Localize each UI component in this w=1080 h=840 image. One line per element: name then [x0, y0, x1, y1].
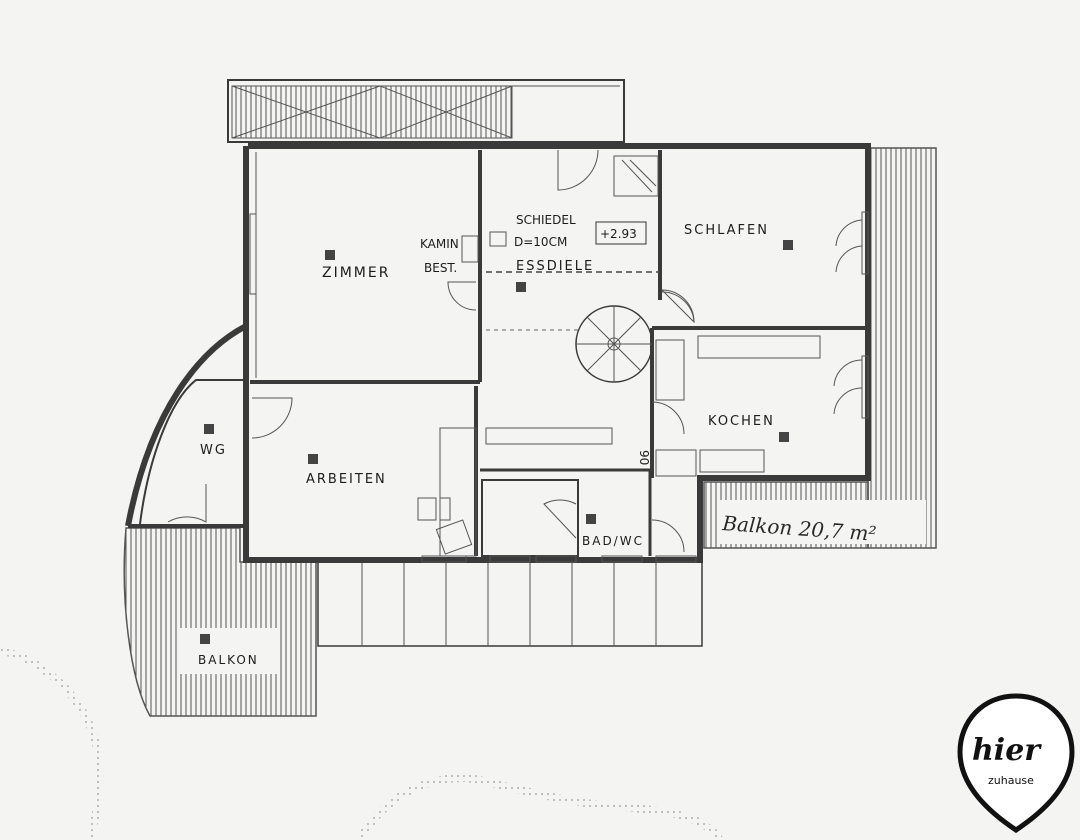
- top-staircase: [227, 79, 625, 143]
- door-width-label: 90: [637, 450, 651, 465]
- interior-walls: [249, 150, 869, 563]
- garden-outline: [0, 646, 724, 840]
- left-balcony: [123, 527, 317, 717]
- logo-sub: zuhause: [988, 774, 1034, 787]
- annotation-schiedel: SCHIEDEL: [516, 213, 576, 227]
- room-label-arbeiten: ARBEITEN: [306, 472, 387, 487]
- elevation-marker: +2.93: [600, 227, 637, 241]
- bottom-terrace: [317, 561, 703, 647]
- hier-zuhause-logo: hier zuhause: [957, 693, 1075, 834]
- wg-room-walls: [125, 323, 248, 528]
- room-markers: [200, 240, 793, 644]
- annotation-kamin: KAMIN: [420, 237, 459, 251]
- logo-word: hier: [972, 733, 1042, 768]
- room-label-balkon: BALKON: [198, 653, 259, 667]
- spiral-staircase: [575, 305, 653, 383]
- room-label-essdiele: ESSDIELE: [516, 259, 594, 274]
- right-balcony: [703, 147, 937, 549]
- room-label-bad-wc: BAD/WC: [582, 534, 644, 548]
- room-label-kochen: KOCHEN: [708, 414, 775, 429]
- room-label-wg: WG: [200, 443, 227, 458]
- room-label-zimmer: ZIMMER: [322, 265, 390, 281]
- annotation-best: BEST.: [424, 261, 457, 275]
- annotation-diameter: D=10CM: [514, 235, 567, 249]
- room-label-schlafen: SCHLAFEN: [684, 223, 769, 238]
- door-swings: [167, 149, 863, 553]
- outer-walls: [243, 143, 871, 563]
